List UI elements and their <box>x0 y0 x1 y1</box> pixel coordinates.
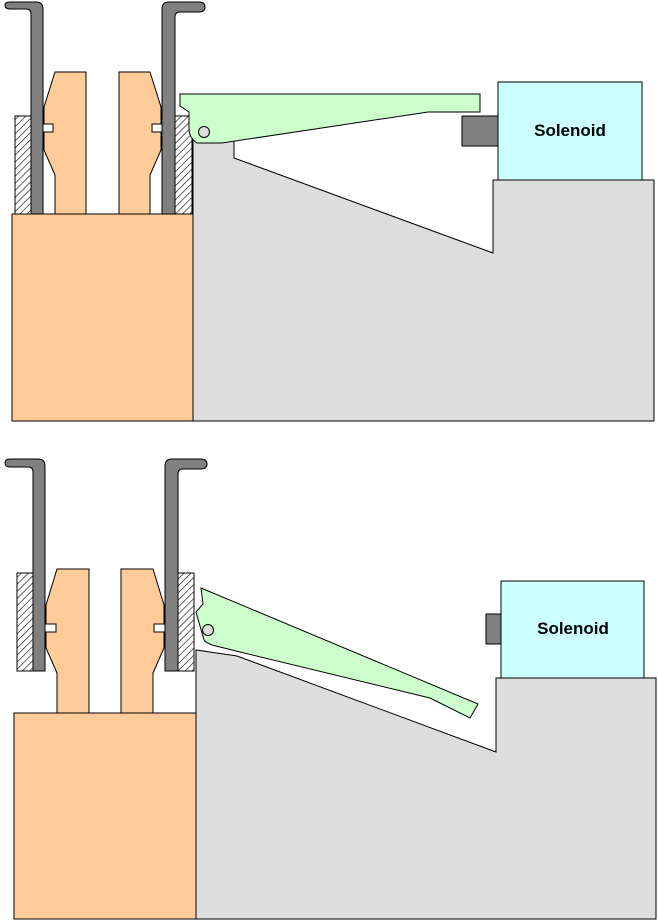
latch-lever <box>195 587 479 719</box>
solenoid-box <box>500 580 645 679</box>
pivot-pin-icon <box>198 126 210 138</box>
latch-lever <box>179 93 481 144</box>
pivot-pin-icon <box>202 624 214 636</box>
right-hatched-guide <box>176 572 195 672</box>
right-rod <box>164 458 208 672</box>
panel-released: Solenoid <box>4 458 657 920</box>
right-jaw <box>118 71 162 215</box>
left-hatched-guide <box>14 115 33 215</box>
base-block <box>11 213 194 422</box>
solenoid-label: Solenoid <box>537 619 609 638</box>
left-rod <box>4 1 44 215</box>
solenoid-label: Solenoid <box>534 121 606 140</box>
right-jaw <box>120 568 165 714</box>
left-hatched-guide <box>16 572 35 672</box>
right-rod <box>161 1 206 215</box>
solenoid-plunger <box>461 115 499 147</box>
left-rod <box>4 458 46 672</box>
panel-latched: Solenoid <box>4 1 655 422</box>
left-jaw <box>45 568 90 714</box>
solenoid-plunger <box>485 613 502 645</box>
solenoid-box <box>497 81 643 181</box>
base-block <box>13 712 197 920</box>
left-jaw <box>43 71 87 215</box>
housing-body <box>192 117 655 422</box>
